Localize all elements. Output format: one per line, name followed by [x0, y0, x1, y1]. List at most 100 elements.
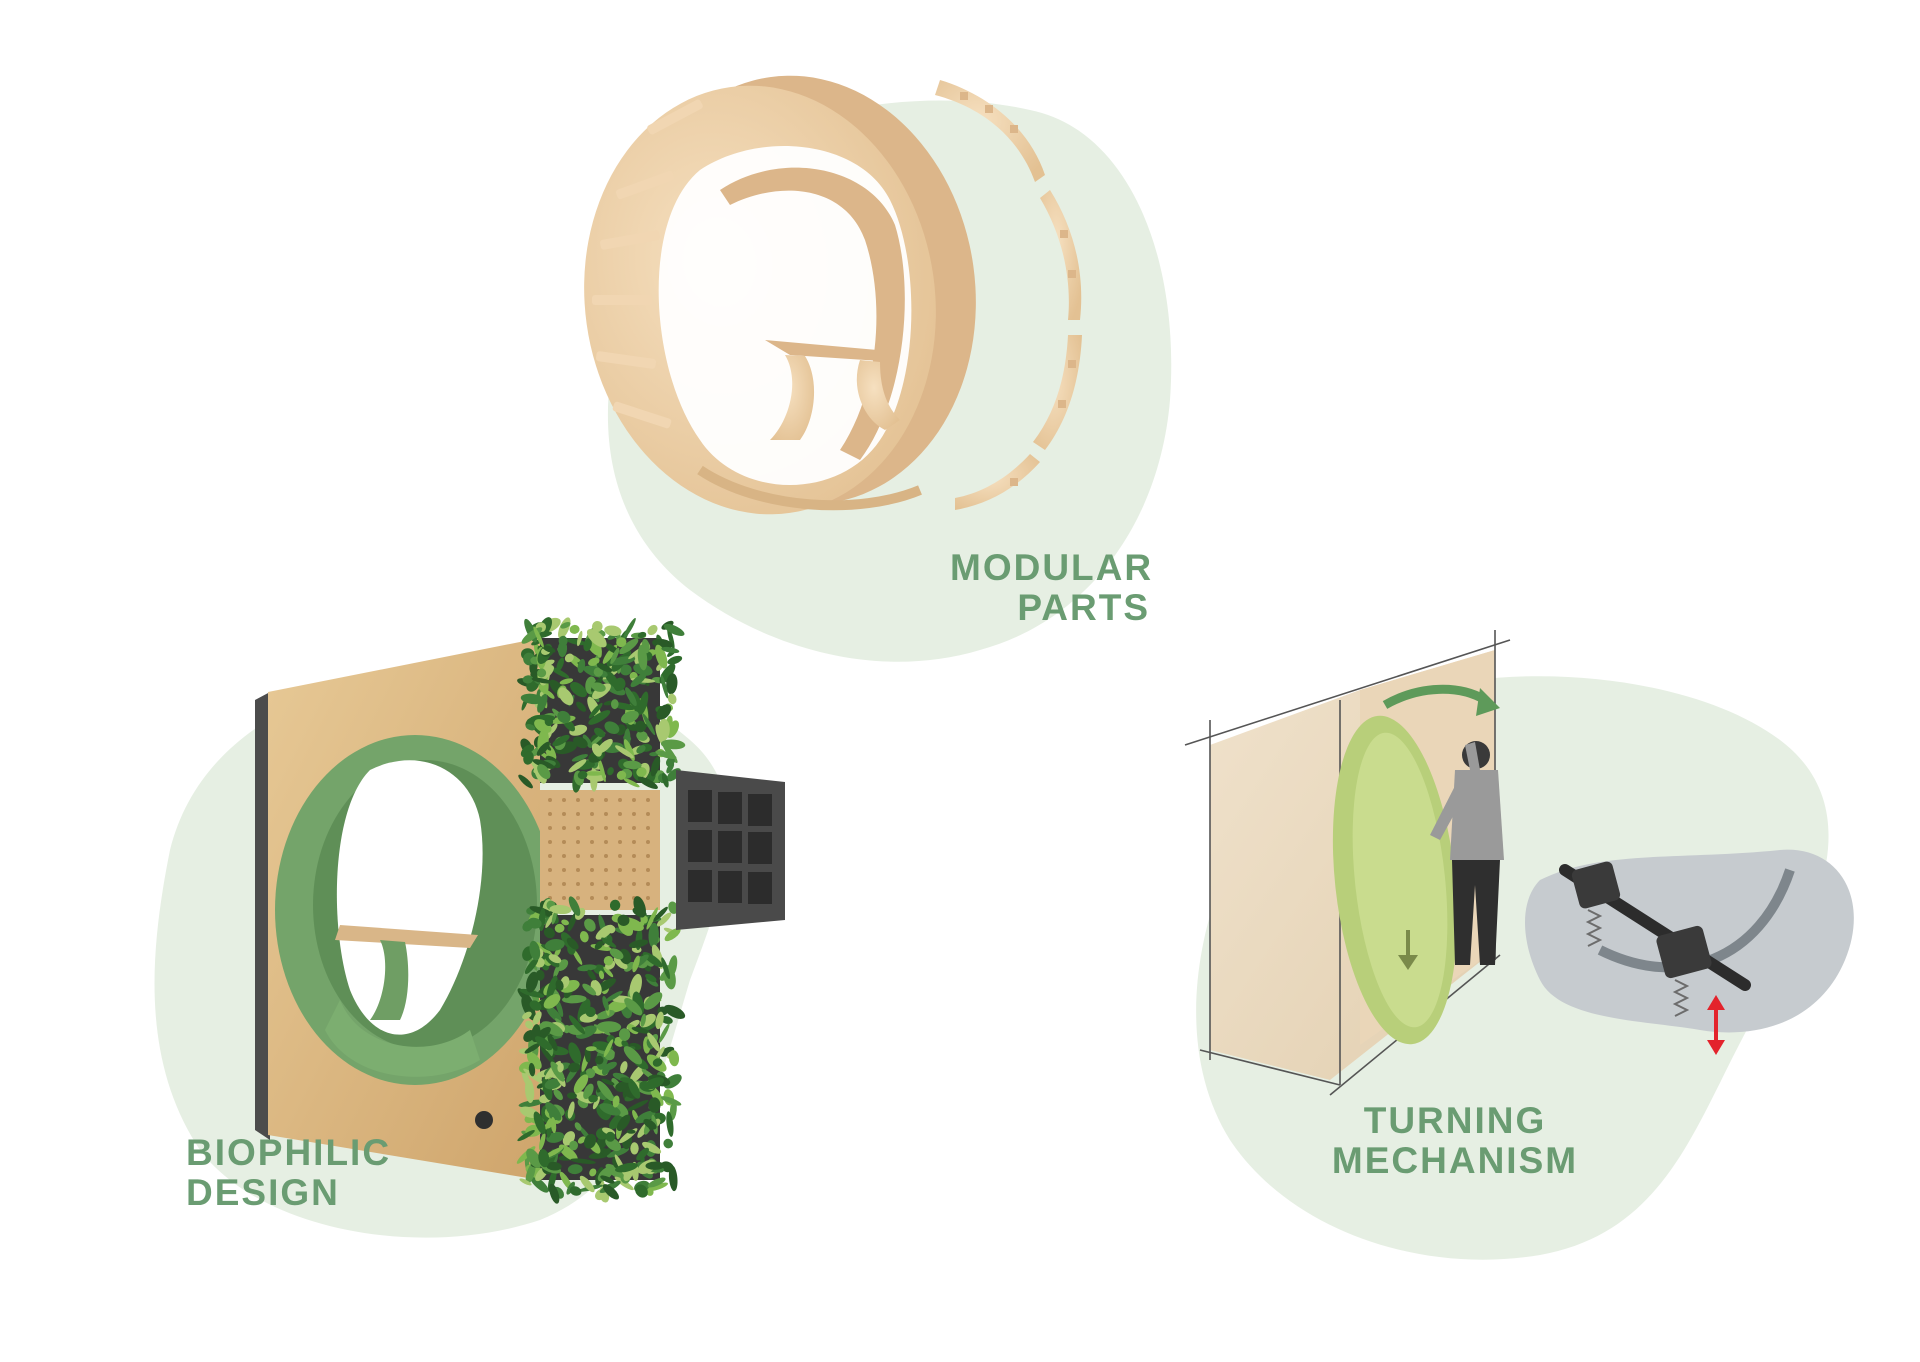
peg-hole — [646, 798, 650, 802]
peg-hole — [562, 854, 566, 858]
peg-hole — [604, 896, 608, 900]
peg-hole — [604, 798, 608, 802]
leaf — [528, 1062, 536, 1077]
label-line: MECHANISM — [1331, 1140, 1579, 1181]
leaf — [539, 1132, 546, 1151]
leaf — [642, 713, 656, 736]
leaf — [579, 931, 589, 943]
leaf — [537, 693, 548, 713]
leaf — [552, 734, 570, 747]
leaf — [592, 1096, 600, 1110]
leaf — [569, 1186, 582, 1196]
leaf — [541, 1021, 564, 1037]
peg-hole — [632, 840, 636, 844]
leaf — [536, 942, 554, 957]
leaf — [619, 948, 632, 965]
leaf — [520, 693, 544, 705]
peg-hole — [562, 840, 566, 844]
leaf — [596, 1009, 615, 1020]
leaf — [519, 1178, 532, 1186]
leaf — [588, 657, 600, 666]
peg-hole — [590, 840, 594, 844]
modular-pod-exploded-icon — [584, 75, 1082, 515]
leaf — [576, 630, 583, 647]
leaf — [635, 1184, 648, 1198]
leaf — [558, 635, 568, 646]
leaf — [546, 975, 558, 1000]
leaf — [577, 964, 597, 972]
leaf — [663, 623, 685, 636]
leaf — [533, 1111, 546, 1135]
leaf — [566, 638, 586, 646]
leaf — [524, 1043, 541, 1054]
leaf — [529, 940, 541, 961]
person-figure — [1430, 741, 1504, 965]
leaf — [623, 617, 636, 639]
leaf — [612, 1095, 620, 1108]
leaf — [531, 677, 553, 684]
peg-hole — [590, 798, 594, 802]
leaf — [626, 1099, 649, 1112]
leaf — [655, 750, 677, 760]
leaf — [668, 901, 679, 914]
leaf — [560, 621, 571, 629]
leaf — [602, 996, 609, 1011]
leaf — [542, 645, 556, 653]
turning-mechanism-icon — [1184, 630, 1854, 1096]
leaf — [667, 693, 677, 705]
leaf — [661, 957, 670, 980]
leaf — [655, 644, 668, 669]
leaf — [522, 675, 534, 684]
leaf — [621, 1040, 629, 1048]
leaf — [648, 922, 659, 948]
leaf — [533, 626, 544, 648]
leaf — [635, 1110, 656, 1124]
leaf — [658, 1023, 670, 1044]
leaf — [521, 996, 536, 1021]
peg-hole — [590, 882, 594, 886]
peg-hole — [562, 896, 566, 900]
leaf — [557, 1063, 564, 1073]
leaf — [596, 1021, 622, 1033]
leaf — [648, 1182, 668, 1192]
leaf — [613, 956, 628, 970]
leaf — [606, 1147, 630, 1158]
leaf — [544, 1078, 562, 1090]
leaf — [546, 1161, 562, 1171]
leaf — [619, 664, 632, 676]
leaf — [573, 1074, 589, 1094]
leaf — [584, 918, 596, 932]
peg-hole — [590, 896, 594, 900]
leaf — [661, 646, 680, 654]
leaf — [583, 638, 592, 652]
leaf — [664, 928, 681, 942]
peg-hole — [618, 840, 622, 844]
leaf — [667, 955, 678, 978]
peg-hole — [548, 882, 552, 886]
leaf — [609, 948, 624, 960]
leaf — [601, 1078, 615, 1086]
leaf — [518, 774, 533, 789]
leaf — [638, 691, 649, 715]
label-line: DESIGN — [186, 1172, 340, 1213]
leaf — [604, 990, 623, 1003]
leaf — [529, 1000, 542, 1011]
leaf — [591, 621, 603, 632]
leaf — [543, 994, 561, 1009]
leaf — [637, 644, 648, 671]
peg-hole — [576, 882, 580, 886]
leaf — [609, 899, 621, 911]
leaf — [544, 1146, 564, 1159]
leaf — [553, 1089, 563, 1101]
leaf — [527, 917, 542, 929]
peg-hole — [604, 868, 608, 872]
peg-hole — [632, 882, 636, 886]
leaf — [554, 923, 565, 933]
peg-hole — [548, 812, 552, 816]
leaf — [624, 961, 635, 972]
leaf — [557, 710, 571, 724]
peg-hole — [632, 798, 636, 802]
leaf — [644, 1077, 665, 1090]
peg-hole — [548, 854, 552, 858]
leaf — [549, 1183, 560, 1204]
